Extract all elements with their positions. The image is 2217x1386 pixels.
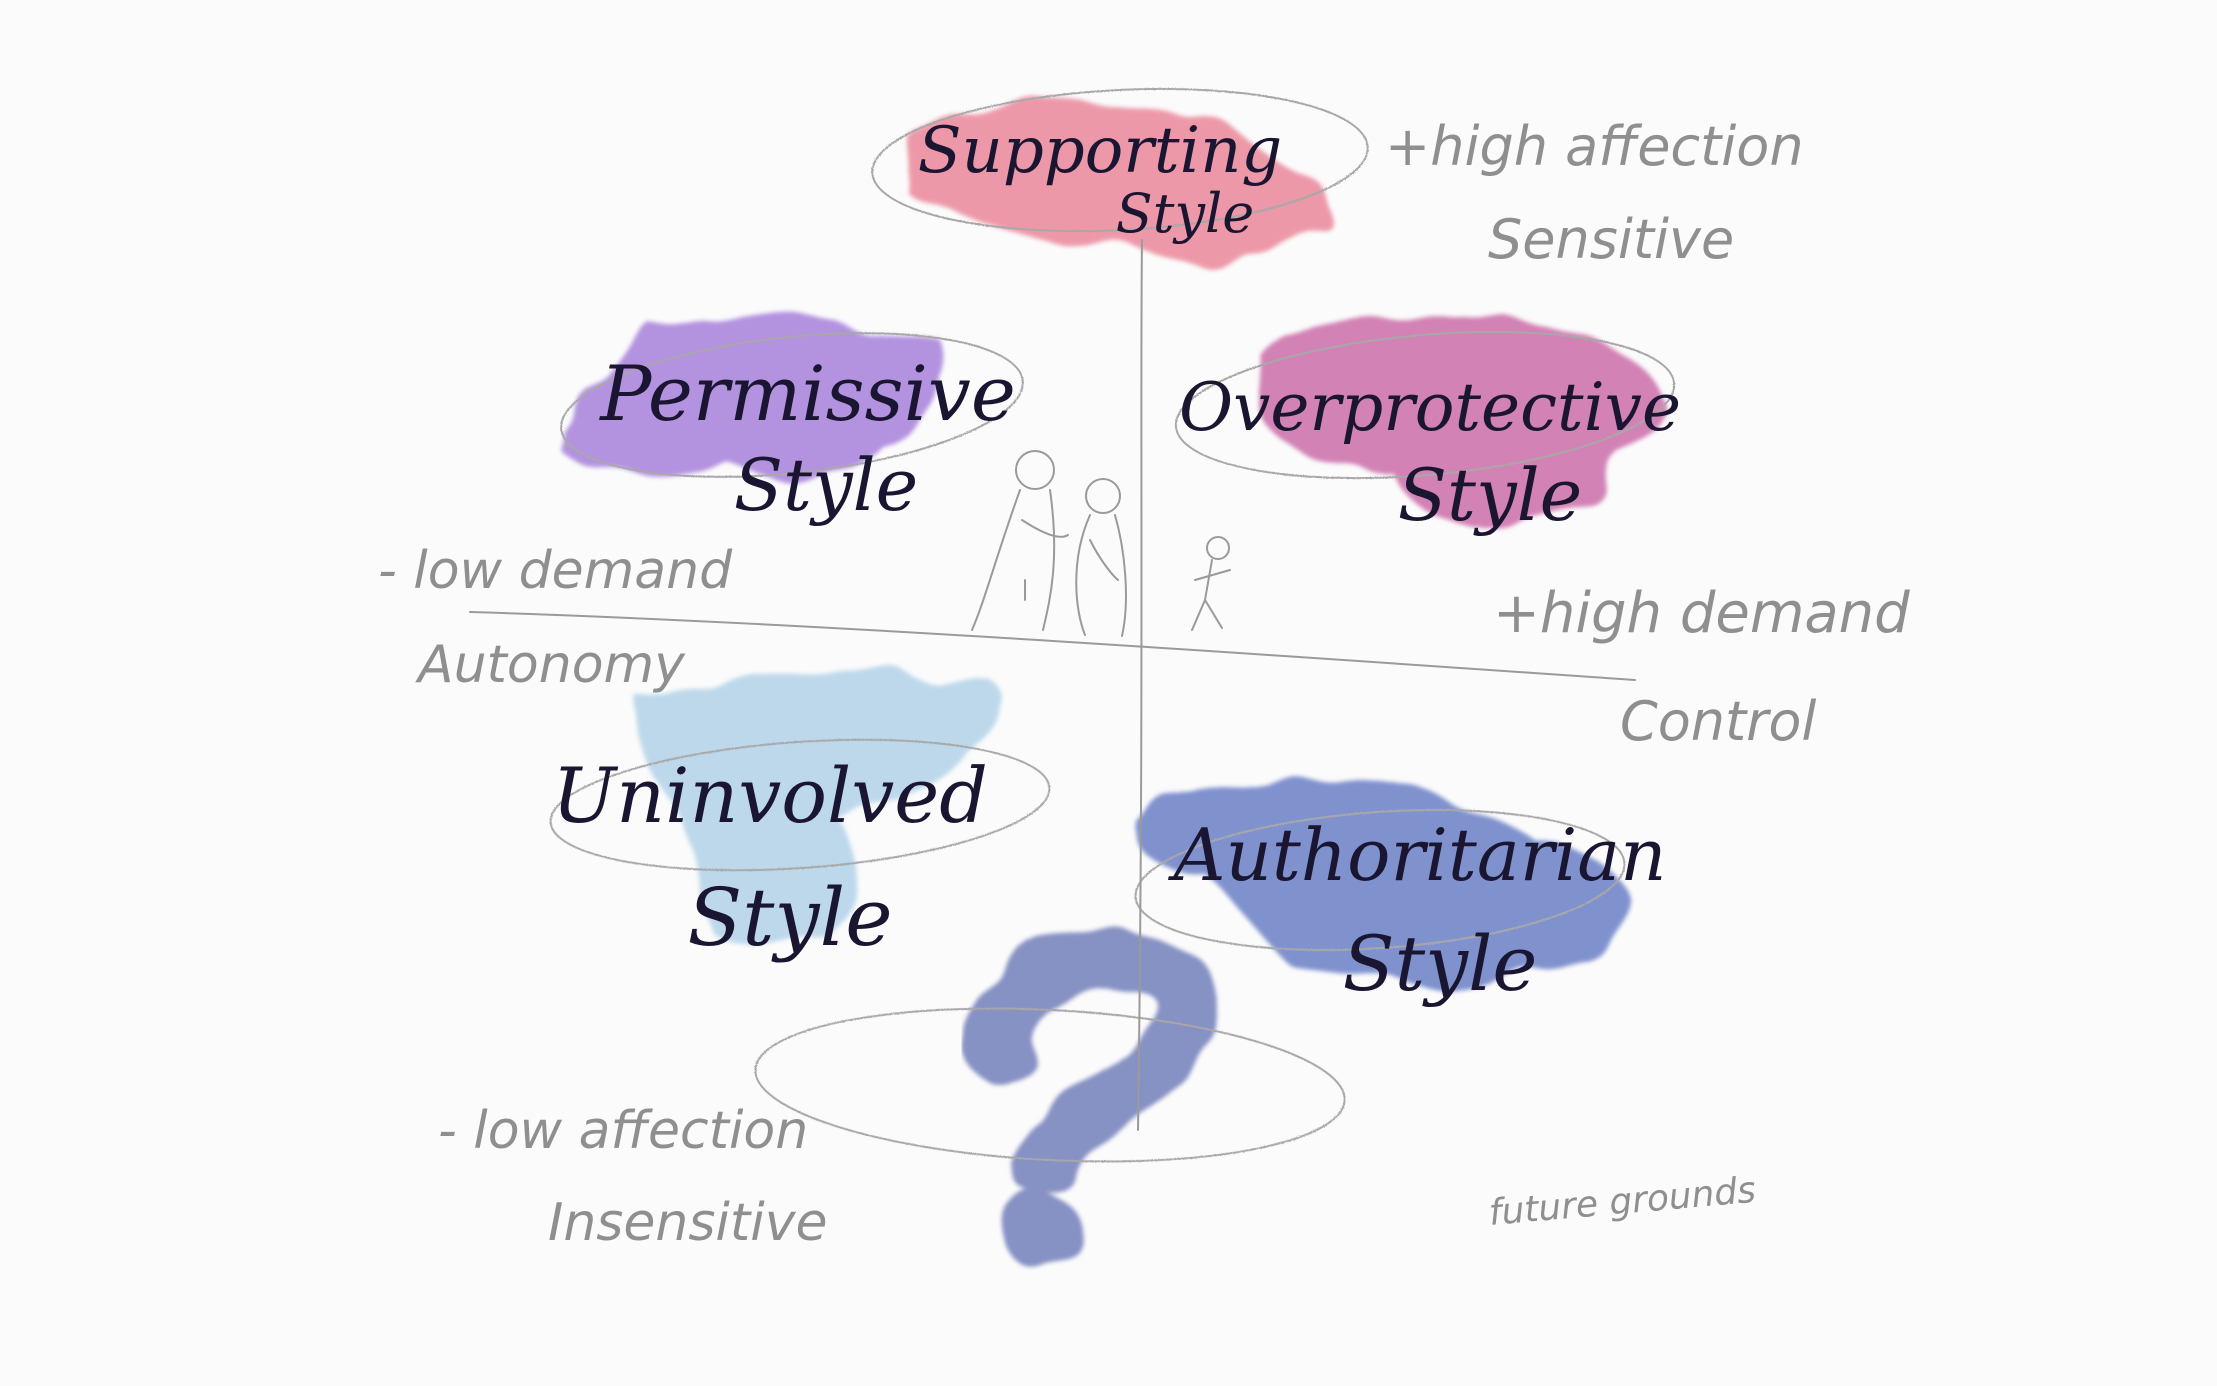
blob-permissive xyxy=(555,316,951,479)
loop-overprotective xyxy=(1174,330,1676,480)
note-high-affection: +high affection xyxy=(1385,115,1804,178)
overprotective-label-line1: Overprotective xyxy=(1179,369,1681,446)
uninvolved-label-line2: Style xyxy=(687,871,892,964)
permissive-label-line2: Style xyxy=(734,443,919,527)
supporting-label-line1: Supporting xyxy=(918,114,1283,188)
note-sensitive: Sensitive xyxy=(1488,208,1734,271)
note-low-demand: - low demand xyxy=(378,541,733,601)
note-autonomy: Autonomy xyxy=(415,635,686,695)
vertical-axis xyxy=(1137,239,1143,1131)
loop-permissive xyxy=(560,332,1024,478)
pencil-loops xyxy=(549,87,1676,1163)
horizontal-axis xyxy=(469,611,1636,681)
loop-question xyxy=(754,1007,1346,1163)
loop-authoritarian xyxy=(1134,809,1626,951)
loop-supporting xyxy=(871,87,1369,233)
note-control: Control xyxy=(1620,690,1816,753)
adult-figure-2 xyxy=(1075,478,1127,637)
question-mark-glyph xyxy=(970,928,1222,1272)
signature: future grounds xyxy=(1487,1170,1757,1234)
watercolor-blobs xyxy=(555,102,1668,1272)
permissive-label-line1: Permissive xyxy=(598,349,1016,438)
axes xyxy=(469,239,1636,1131)
note-insensitive: Insensitive xyxy=(548,1193,827,1253)
authoritarian-label-line1: Authoritarian xyxy=(1167,813,1666,897)
loop-uninvolved xyxy=(549,738,1051,872)
style-labels: Supporting Style Permissive Style Overpr… xyxy=(552,114,1681,1008)
note-high-demand: +high demand xyxy=(1493,581,1910,646)
family-figures xyxy=(971,450,1231,637)
child-figure xyxy=(1191,536,1231,631)
blob-supporting xyxy=(905,102,1331,256)
authoritarian-label-line2: Style xyxy=(1343,919,1538,1008)
note-low-affection: - low affection xyxy=(438,1101,808,1161)
blob-authoritarian xyxy=(1129,786,1628,982)
adult-figure-1 xyxy=(971,450,1069,631)
blob-overprotective xyxy=(1260,316,1668,530)
overprotective-label-line2: Style xyxy=(1398,453,1583,537)
supporting-label-line2: Style xyxy=(1116,182,1254,245)
uninvolved-label-line1: Uninvolved xyxy=(552,751,988,840)
axis-notes: +high affection Sensitive - low demand A… xyxy=(378,115,1910,1253)
blob-uninvolved xyxy=(636,672,1006,952)
